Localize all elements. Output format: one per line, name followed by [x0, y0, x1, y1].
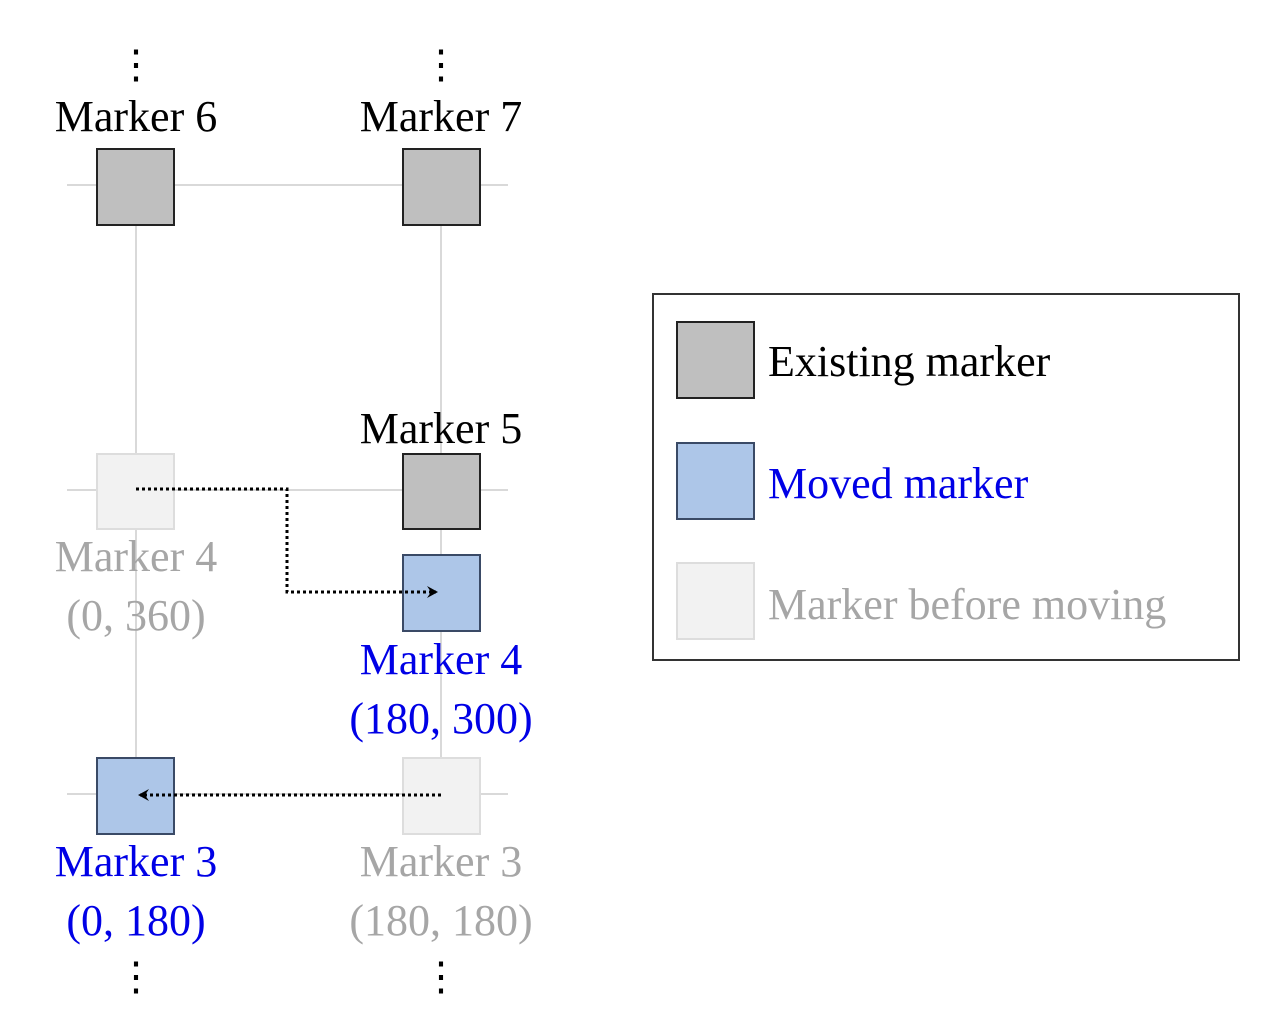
marker-6-box [96, 148, 175, 226]
marker-7-box [402, 148, 481, 226]
legend-label-moved: Moved marker [768, 459, 1029, 508]
continuation-bottom-left: ⋮ [116, 954, 156, 999]
marker-3-moved-label: Marker 3 [55, 837, 218, 886]
continuation-top-left: ⋮ [116, 42, 156, 87]
continuation-top-right: ⋮ [421, 42, 461, 87]
marker-4-before-box [96, 453, 175, 530]
marker-3-moved-box [96, 757, 175, 835]
marker-7-label: Marker 7 [360, 92, 523, 141]
legend-swatch-moved [676, 442, 755, 520]
legend-label-before: Marker before moving [768, 580, 1166, 629]
marker-3-before-coords: (180, 180) [349, 896, 532, 945]
marker-4-moved-box [402, 554, 481, 632]
continuation-bottom-right: ⋮ [421, 954, 461, 999]
marker-4-moved-label: Marker 4 [360, 635, 523, 684]
marker-3-moved-coords: (0, 180) [66, 896, 205, 945]
legend-swatch-existing [676, 321, 755, 399]
legend-swatch-before [676, 562, 755, 640]
legend-label-existing: Existing marker [768, 337, 1051, 386]
marker-6-label: Marker 6 [55, 92, 218, 141]
marker-3-before-label: Marker 3 [360, 837, 523, 886]
marker-4-moved-coords: (180, 300) [349, 694, 532, 743]
marker-4-before-coords: (0, 360) [66, 591, 205, 640]
marker-4-before-label: Marker 4 [55, 532, 218, 581]
legend: Existing marker Moved marker Marker befo… [652, 293, 1240, 661]
marker-5-box [402, 453, 481, 530]
marker-5-label: Marker 5 [360, 404, 523, 453]
